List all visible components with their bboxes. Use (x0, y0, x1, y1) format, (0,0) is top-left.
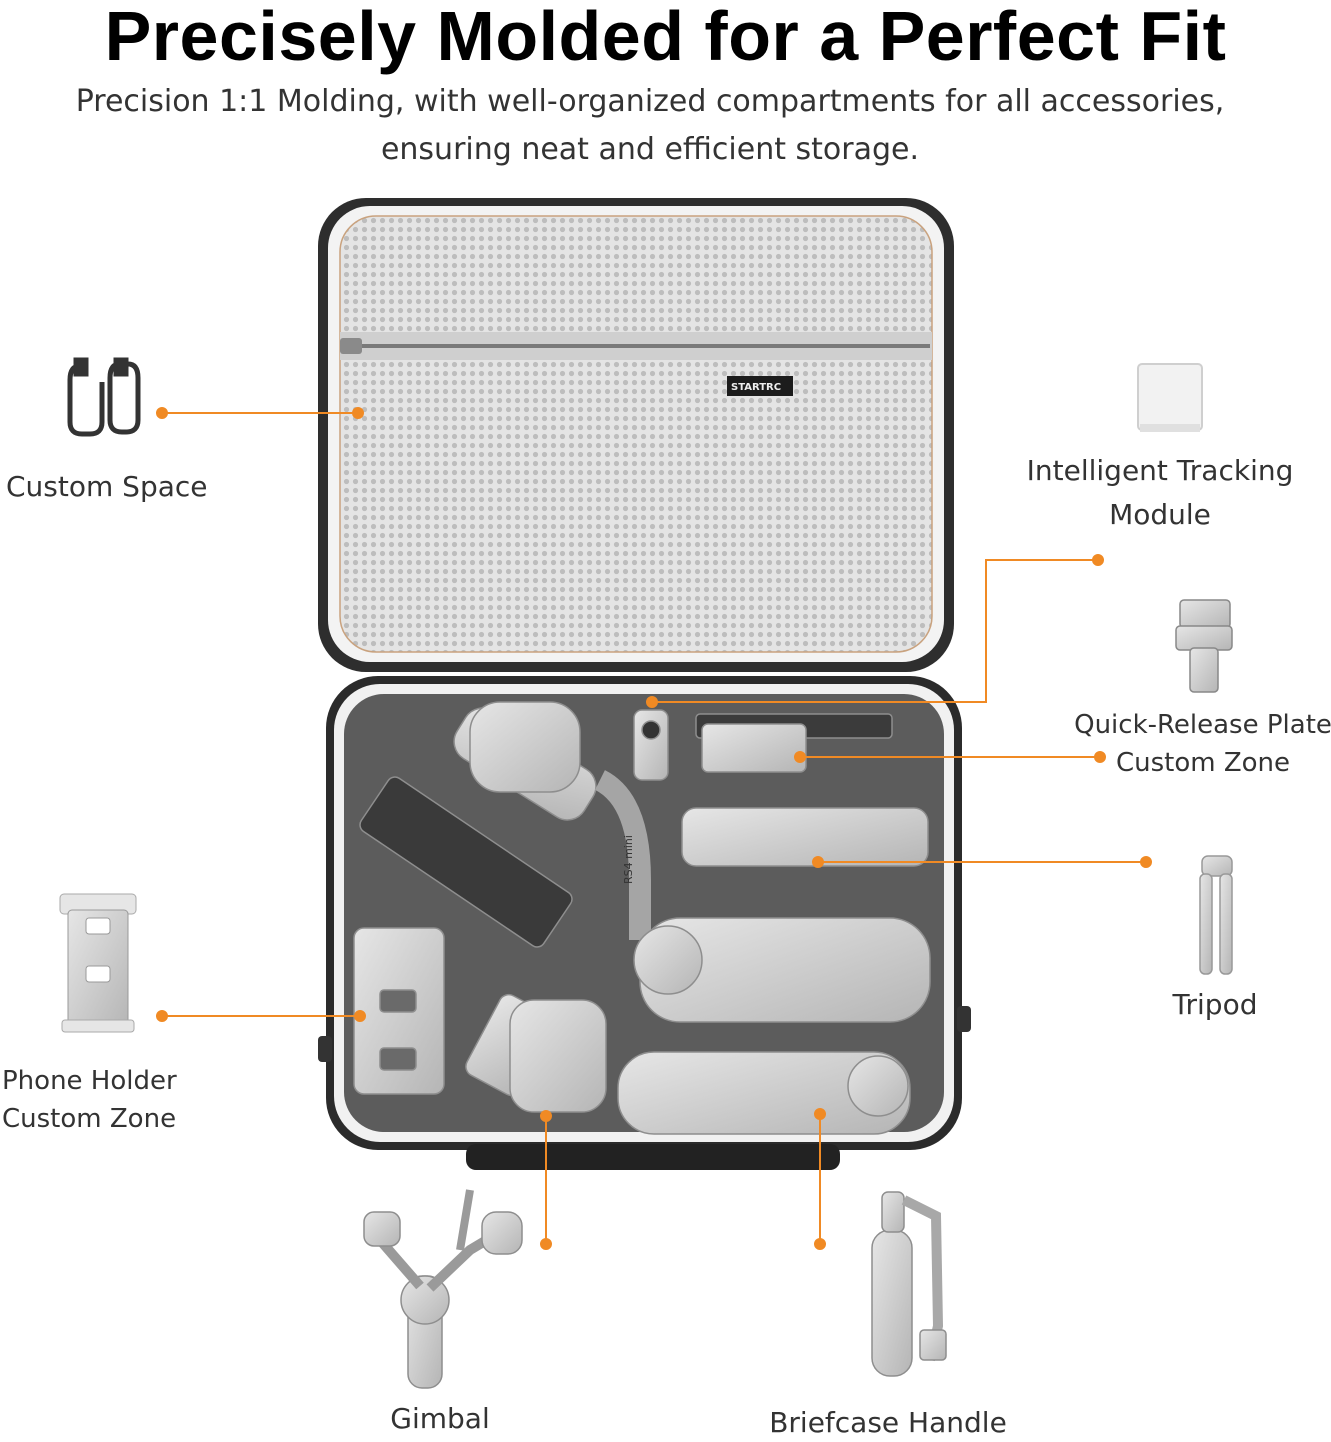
label-tracking-module-line2: Module (1109, 498, 1211, 531)
case-lid: STARTRC (318, 198, 954, 672)
label-briefcase-handle: Briefcase Handle (769, 1406, 1007, 1439)
brand-text: STARTRC (731, 382, 781, 393)
quick-release-plate-icon (1175, 599, 1233, 693)
tripod-icon (1199, 855, 1233, 975)
cable-icon (67, 357, 141, 437)
label-phone-holder-line2: Custom Zone (2, 1104, 177, 1134)
label-tracking-module: Intelligent Tracking Module (1010, 452, 1310, 534)
label-tracking-module-line1: Intelligent Tracking (1026, 454, 1294, 487)
callout-lines (156, 407, 1152, 1250)
tracking-module-icon (1137, 363, 1203, 432)
label-quick-release-plate: Quick-Release Plate Custom Zone (1068, 706, 1331, 782)
label-gimbal: Gimbal (390, 1402, 490, 1435)
page-title: Precisely Molded for a Perfect Fit (104, 0, 1227, 75)
label-phone-holder-line1: Phone Holder (2, 1066, 177, 1096)
briefcase-handle-icon (871, 1191, 947, 1377)
case-contents (353, 701, 931, 1135)
label-qr-plate-line1: Quick-Release Plate (1074, 710, 1331, 740)
page-subtitle: Precision 1:1 Molding, with well-organiz… (0, 78, 1300, 174)
brand-label: STARTRC (727, 376, 793, 396)
label-qr-plate-line2: Custom Zone (1115, 748, 1291, 778)
gimbal-icon (363, 1189, 523, 1389)
label-custom-space: Custom Space (6, 470, 208, 503)
phone-holder-icon (59, 893, 137, 1033)
subtitle-line-1: Precision 1:1 Molding, with well-organiz… (75, 84, 1225, 119)
label-phone-holder: Phone Holder Custom Zone (2, 1062, 177, 1138)
label-tripod: Tripod (1172, 988, 1258, 1021)
gimbal-model-text: RS4 mini (622, 835, 635, 884)
subtitle-line-2: ensuring neat and efficient storage. (380, 132, 920, 167)
